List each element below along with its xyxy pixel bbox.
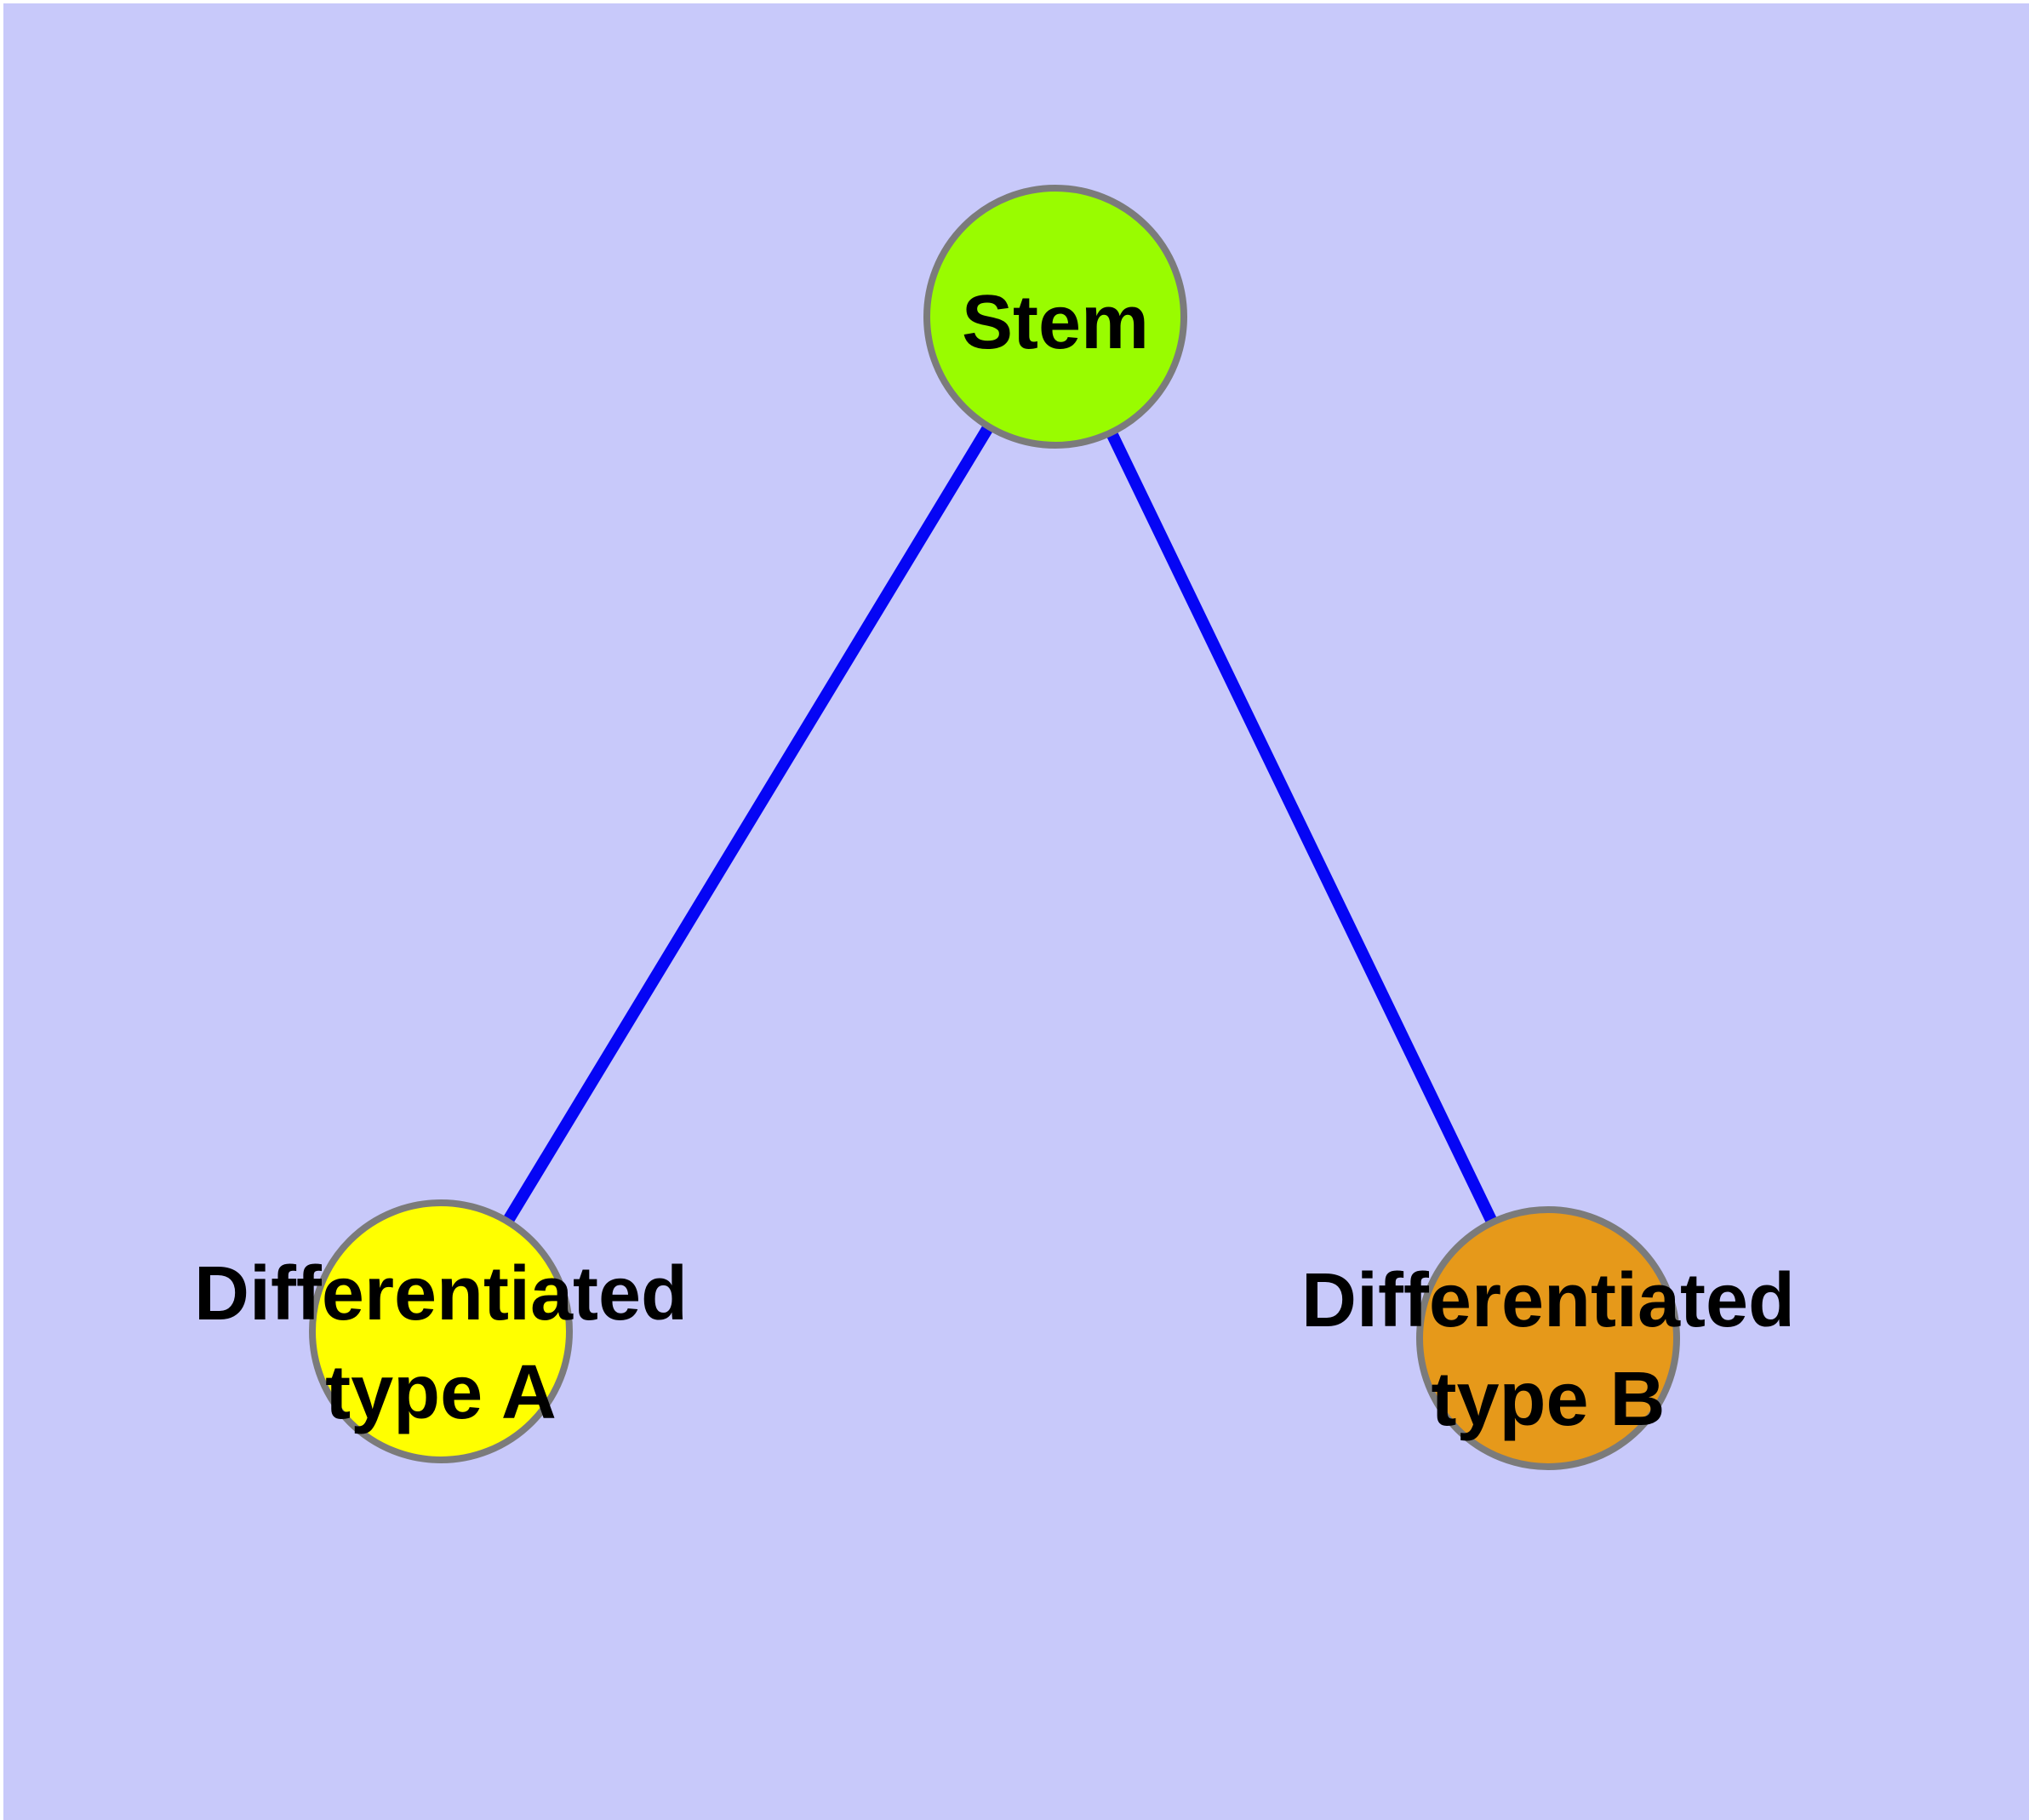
node-type-b-label-line1: Differentiated bbox=[1301, 1258, 1795, 1343]
edge-stem-to-type-a bbox=[435, 311, 1061, 1337]
node-type-b-label-line2: type B bbox=[1431, 1357, 1665, 1442]
node-stem bbox=[923, 185, 1187, 449]
node-type-a-label-line2: type A bbox=[325, 1350, 557, 1435]
node-stem-label: Stem bbox=[962, 280, 1149, 365]
edge-stem-to-type-b bbox=[1049, 311, 1554, 1344]
node-type-a bbox=[309, 1199, 573, 1463]
node-type-a-label-line1: Differentiated bbox=[194, 1251, 688, 1336]
node-type-b bbox=[1416, 1206, 1680, 1470]
